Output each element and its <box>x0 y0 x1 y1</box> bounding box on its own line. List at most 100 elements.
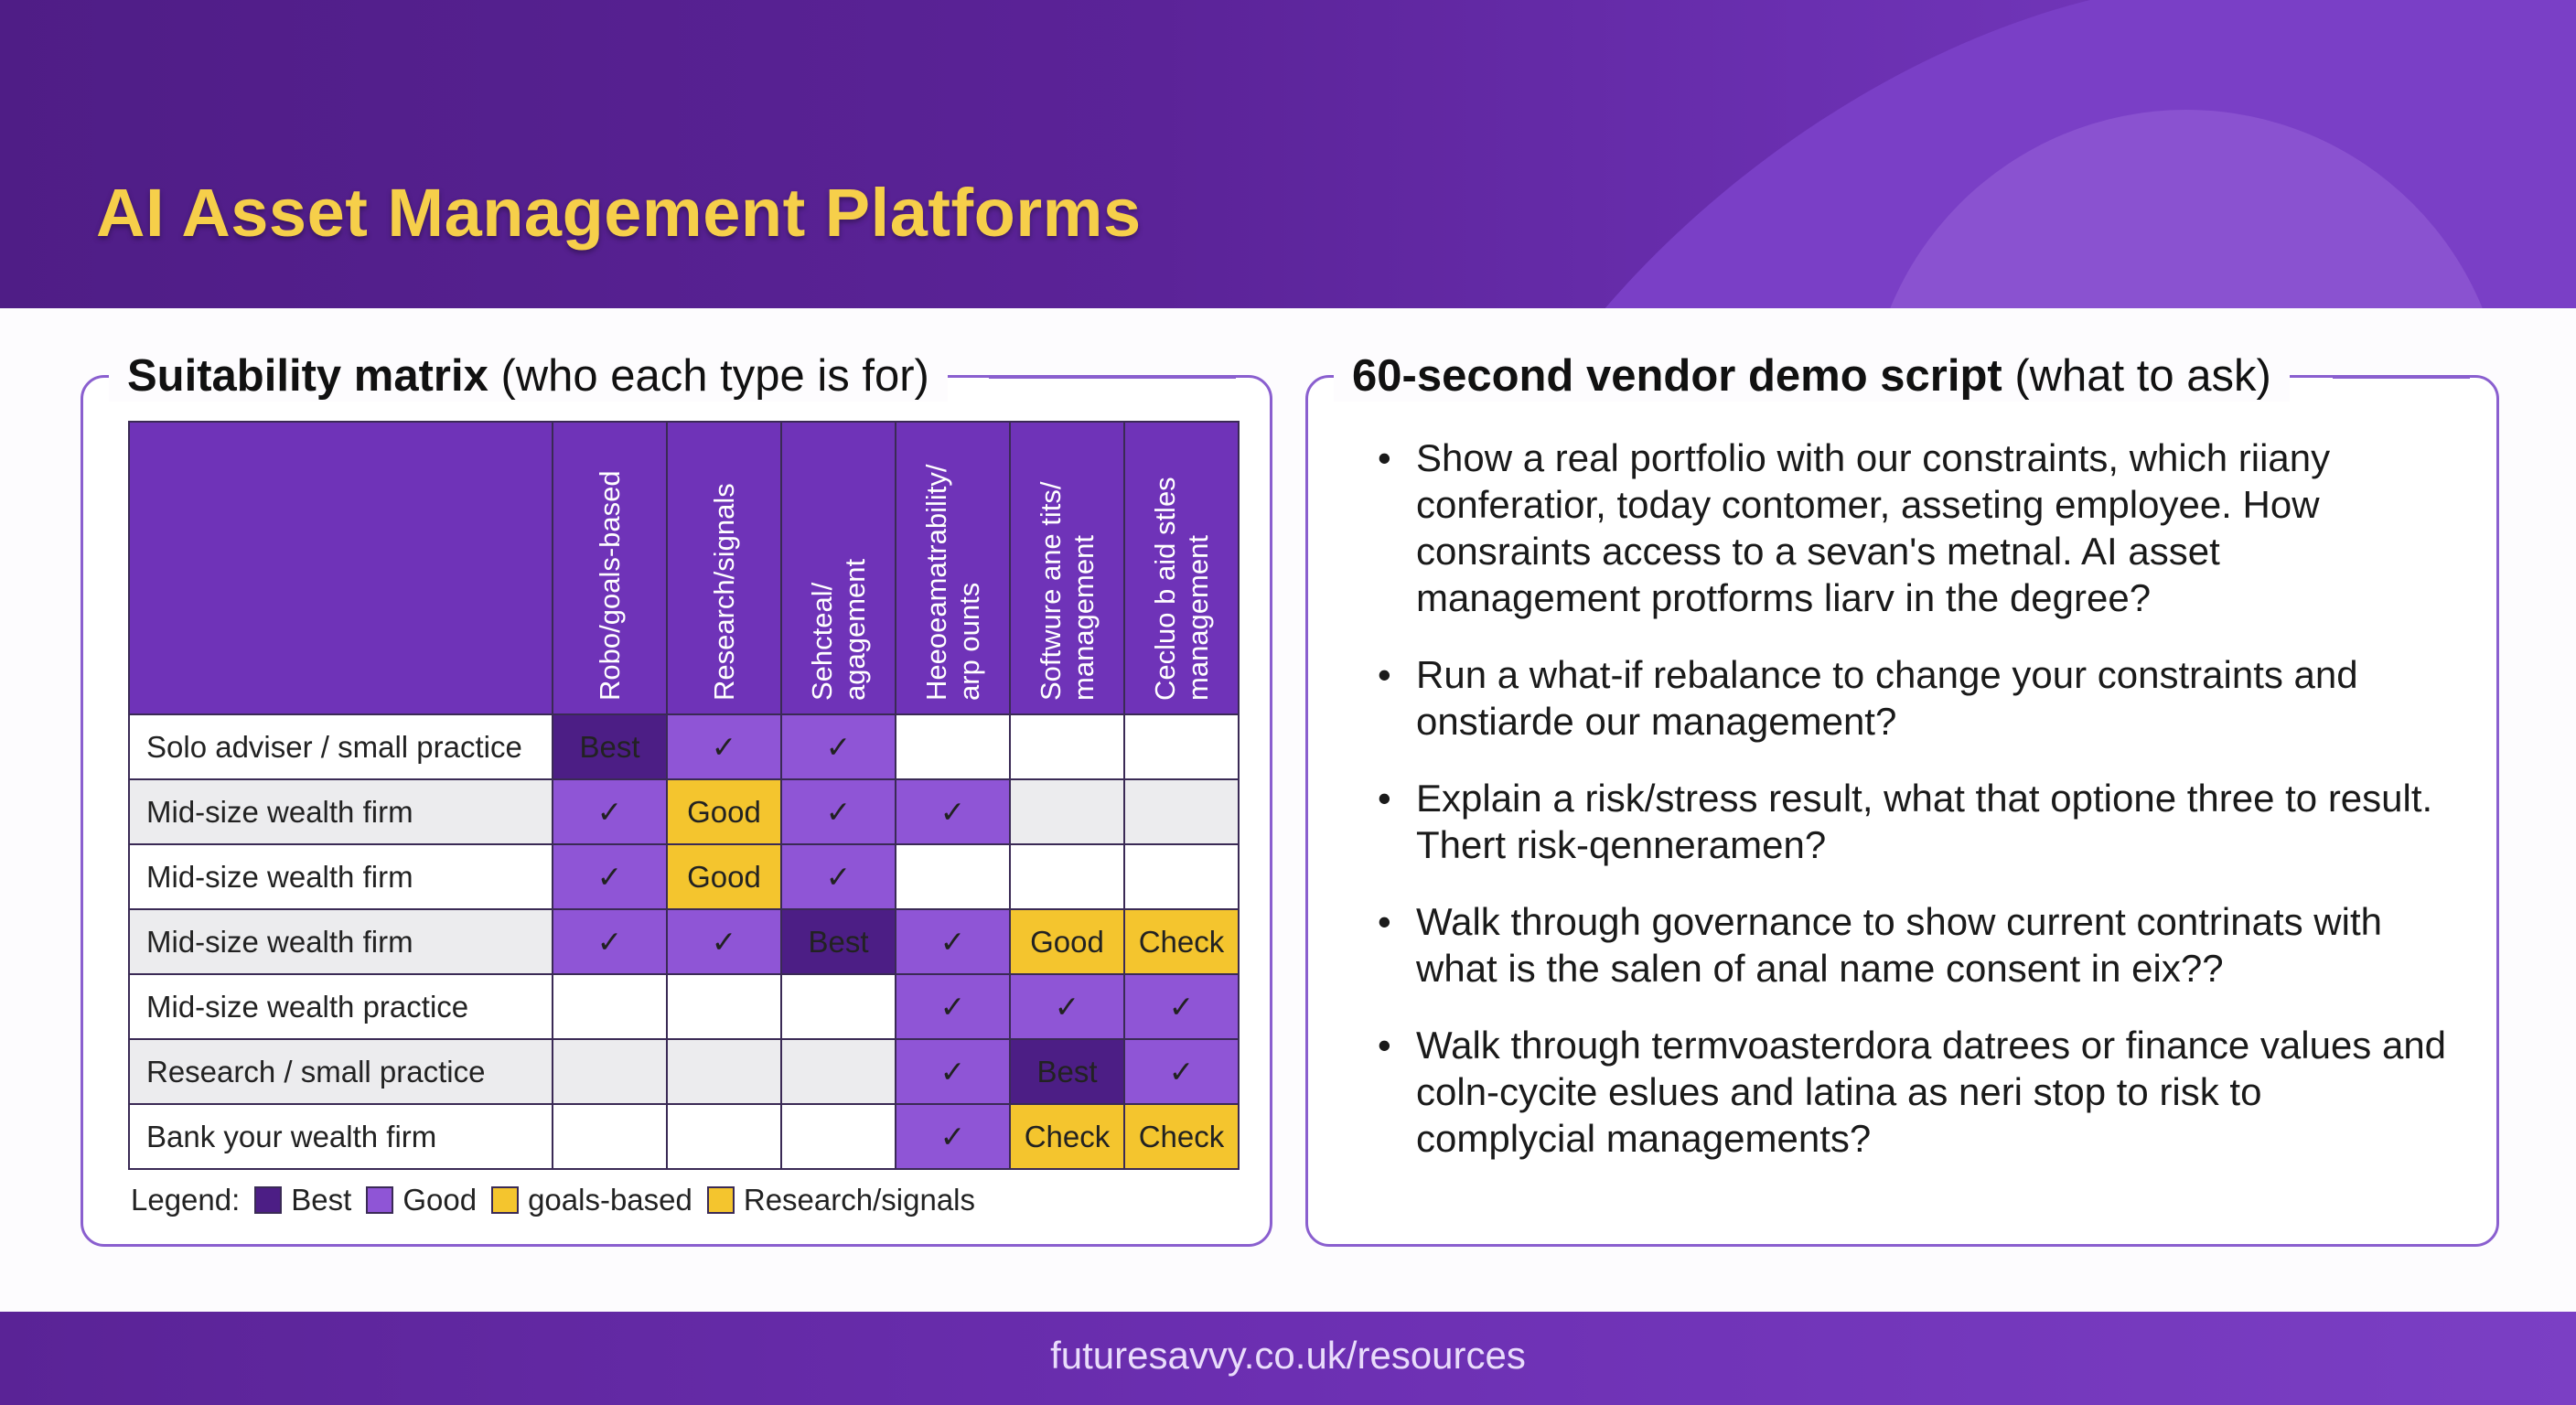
matrix-row: Mid-size wealth practice✓✓✓ <box>128 973 1240 1040</box>
legend-label: Good <box>402 1183 478 1217</box>
demo-script-text: Walk through termvoasterdora datrees or … <box>1416 1024 2447 1160</box>
matrix-cell-gold: Good <box>666 778 782 845</box>
demo-script-item: • Walk through termvoasterdora datrees or… <box>1372 1022 2452 1162</box>
demo-script-item: • Show a real portfolio with our constrai… <box>1372 434 2452 621</box>
matrix-column-header: Robo/goals-based <box>552 421 668 715</box>
matrix-column-header: Cecluo b aid stles management <box>1123 421 1240 715</box>
bullet-icon: • <box>1378 1024 1391 1067</box>
matrix-cell-empty <box>666 973 782 1040</box>
matrix-column-header: Research/signals <box>666 421 782 715</box>
matrix-row-label: Mid-size wealth practice <box>128 973 553 1040</box>
matrix-cell-good: ✓ <box>1123 1038 1240 1105</box>
page-title: AI Asset Management Platforms <box>96 175 1142 251</box>
matrix-cell-empty <box>895 843 1011 910</box>
column-header-label: Robo/goals-based <box>593 470 626 701</box>
matrix-cell-good: ✓ <box>895 908 1011 975</box>
matrix-cell-empty <box>780 973 896 1040</box>
matrix-cell-best: Best <box>1009 1038 1125 1105</box>
matrix-cell-good: ✓ <box>780 778 896 845</box>
matrix-cell-empty <box>1123 713 1240 780</box>
matrix-cell-good: ✓ <box>780 843 896 910</box>
matrix-cell-gold: Good <box>666 843 782 910</box>
matrix-column-header: Heeoeamatrability/ arp ounts <box>895 421 1011 715</box>
legend-prefix: Legend: <box>131 1183 241 1217</box>
matrix-row: Research / small practice ✓Best✓ <box>128 1038 1240 1105</box>
demo-script-heading-rest: (what to ask) <box>2002 351 2271 401</box>
matrix-cell-empty <box>552 1103 668 1170</box>
demo-script-heading-bold: 60-second vendor demo script <box>1352 351 2002 401</box>
matrix-cell-good: ✓ <box>552 908 668 975</box>
matrix-cell-good: ✓ <box>666 908 782 975</box>
matrix-row-label: Solo adviser / small practice <box>128 713 553 780</box>
matrix-cell-best: Best <box>552 713 668 780</box>
legend-label: goals-based <box>528 1183 692 1217</box>
bullet-icon: • <box>1378 653 1391 696</box>
matrix-cell-empty <box>895 713 1011 780</box>
matrix-row-label: Research / small practice <box>128 1038 553 1105</box>
legend-label: Research/signals <box>743 1183 975 1217</box>
demo-script-text: Run a what-if rebalance to change your c… <box>1416 653 2358 743</box>
header-banner: AI Asset Management Platforms <box>0 0 2576 308</box>
column-header-label: Research/signals <box>707 483 740 701</box>
demo-script-list: • Show a real portfolio with our constrai… <box>1372 434 2452 1192</box>
matrix-column-header: Sehcteal/ agagement <box>780 421 896 715</box>
matrix-cell-good: ✓ <box>666 713 782 780</box>
matrix-cell-gold: Check <box>1009 1103 1125 1170</box>
matrix-cell-best: Best <box>780 908 896 975</box>
matrix-row-label: Mid-size wealth firm <box>128 778 553 845</box>
matrix-cell-empty <box>666 1038 782 1105</box>
matrix-cell-gold: Check <box>1123 908 1240 975</box>
matrix-row-label: Mid-size wealth firm <box>128 908 553 975</box>
matrix-cell-empty <box>666 1103 782 1170</box>
heading-rule <box>2333 376 2470 379</box>
column-header-label: Heeoeamatrability/ arp ounts <box>919 464 985 701</box>
bullet-icon: • <box>1378 777 1391 820</box>
matrix-cell-empty <box>552 1038 668 1105</box>
matrix-corner <box>128 421 553 715</box>
matrix-column-header: Softwure ane tits/ management <box>1009 421 1125 715</box>
matrix-cell-good: ✓ <box>552 843 668 910</box>
matrix-cell-good: ✓ <box>552 778 668 845</box>
demo-script-item: • Walk through governance to show current… <box>1372 898 2452 992</box>
matrix-cell-gold: Good <box>1009 908 1125 975</box>
bullet-icon: • <box>1378 436 1391 479</box>
matrix-row: Mid-size wealth firm✓Good✓ <box>128 843 1240 910</box>
suitability-matrix: Robo/goals-based Research/signals Sehcteal… <box>128 421 1240 1170</box>
footer-bar: futuresavvy.co.uk/resources <box>0 1312 2576 1405</box>
legend-swatch <box>366 1186 394 1214</box>
column-header-label: Sehcteal/ agagement <box>805 558 871 701</box>
demo-script-text: Show a real portfolio with our constrain… <box>1416 436 2331 619</box>
suitability-heading: Suitability matrix (who each type is for… <box>109 350 948 402</box>
footer-url: futuresavvy.co.uk/resources <box>1050 1334 1526 1377</box>
matrix-cell-good: ✓ <box>1009 973 1125 1040</box>
matrix-header-row: Robo/goals-based Research/signals Sehcteal… <box>128 421 1240 715</box>
matrix-cell-empty <box>780 1103 896 1170</box>
legend-swatch <box>491 1186 520 1214</box>
matrix-cell-empty <box>1123 843 1240 910</box>
column-header-label: Softwure ane tits/ management <box>1034 481 1100 701</box>
heading-rule <box>989 376 1236 379</box>
matrix-cell-gold: Check <box>1123 1103 1240 1170</box>
column-header-label: Cecluo b aid stles management <box>1148 477 1214 701</box>
matrix-row-label: Bank your wealth firm <box>128 1103 553 1170</box>
matrix-legend: Legend: Best Good goals-based Research/sign… <box>131 1183 975 1217</box>
legend-swatch <box>254 1186 283 1214</box>
bullet-icon: • <box>1378 900 1391 943</box>
matrix-cell-good: ✓ <box>895 1038 1011 1105</box>
matrix-cell-empty <box>552 973 668 1040</box>
matrix-cell-good: ✓ <box>895 1103 1011 1170</box>
matrix-cell-empty <box>780 1038 896 1105</box>
matrix-cell-empty <box>1123 778 1240 845</box>
legend-label: Best <box>291 1183 352 1217</box>
demo-script-item: • Run a what-if rebalance to change your … <box>1372 651 2452 745</box>
matrix-cell-good: ✓ <box>895 778 1011 845</box>
demo-script-heading: 60-second vendor demo script (what to as… <box>1334 350 2290 402</box>
demo-script-text: Walk through governance to show current … <box>1416 900 2382 990</box>
matrix-row-label: Mid-size wealth firm <box>128 843 553 910</box>
suitability-heading-bold: Suitability matrix <box>127 351 488 401</box>
matrix-cell-empty <box>1009 778 1125 845</box>
